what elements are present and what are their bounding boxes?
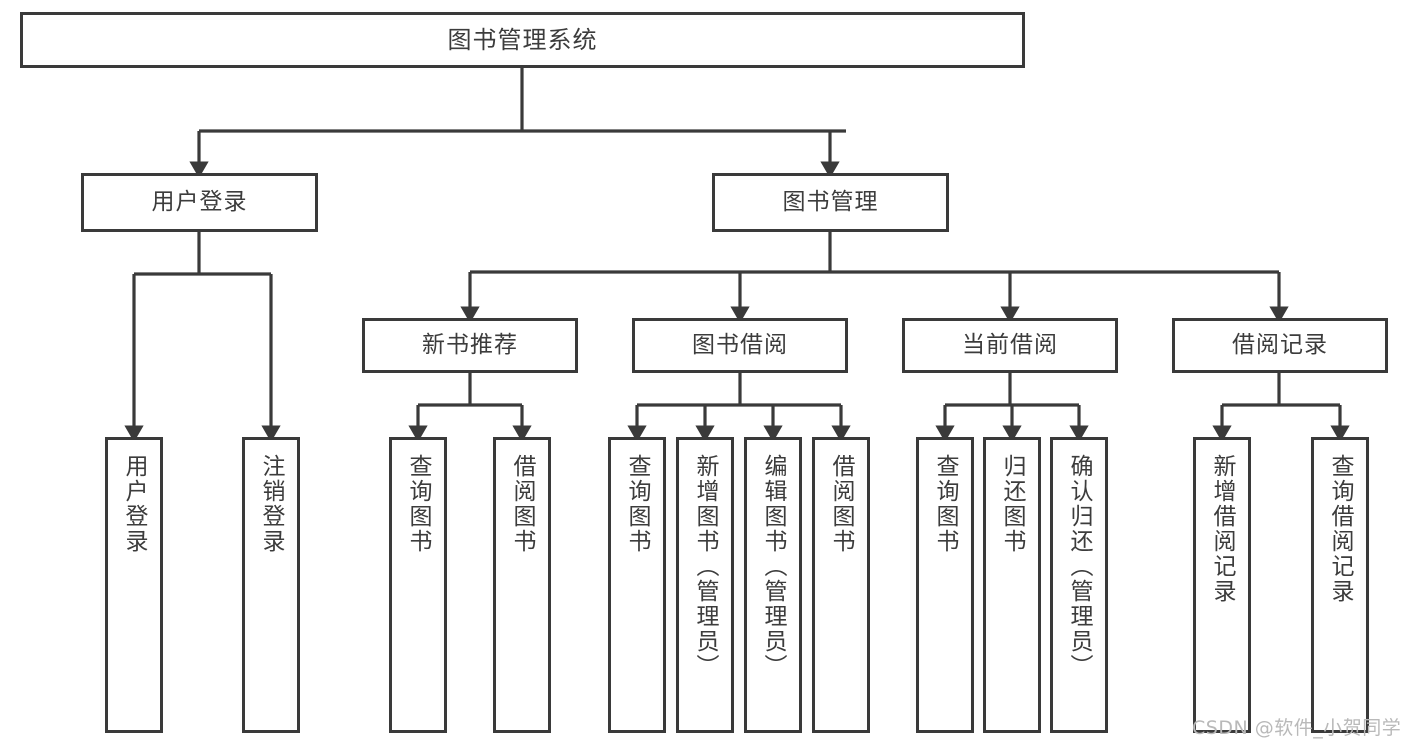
node-label: 新增借阅记录 bbox=[1209, 454, 1236, 604]
leaf-current-query-book[interactable]: 查询图书 bbox=[916, 437, 974, 733]
leaf-user-login-logout[interactable]: 注销登录 bbox=[242, 437, 300, 733]
node-label: 查询借阅记录 bbox=[1327, 454, 1354, 604]
leaf-new-book-borrow[interactable]: 借阅图书 bbox=[493, 437, 551, 733]
node-label: 查询图书 bbox=[932, 454, 959, 554]
leaf-record-query[interactable]: 查询借阅记录 bbox=[1311, 437, 1369, 733]
node-book-borrow[interactable]: 图书借阅 bbox=[632, 318, 848, 373]
node-label: 归还图书 bbox=[999, 454, 1026, 554]
leaf-borrow-query-book[interactable]: 查询图书 bbox=[608, 437, 666, 733]
node-label: 新书推荐 bbox=[422, 331, 518, 358]
node-root-book-management-system[interactable]: 图书管理系统 bbox=[20, 12, 1025, 68]
node-label: 当前借阅 bbox=[962, 331, 1058, 358]
node-new-book-recommend[interactable]: 新书推荐 bbox=[362, 318, 578, 373]
node-book-management[interactable]: 图书管理 bbox=[712, 173, 949, 232]
node-borrow-record[interactable]: 借阅记录 bbox=[1172, 318, 1388, 373]
node-label: 注销登录 bbox=[258, 454, 285, 554]
node-user-login[interactable]: 用户登录 bbox=[81, 173, 318, 232]
leaf-borrow-edit-book[interactable]: 编辑图书（管理员） bbox=[744, 437, 802, 733]
node-label: 用户登录 bbox=[151, 188, 248, 215]
node-label: 借阅记录 bbox=[1232, 331, 1328, 358]
node-label: 图书管理系统 bbox=[447, 25, 598, 54]
node-label: 图书管理 bbox=[782, 188, 879, 215]
node-label: 借阅图书 bbox=[509, 454, 536, 554]
leaf-new-book-query[interactable]: 查询图书 bbox=[389, 437, 447, 733]
leaf-borrow-borrow-book[interactable]: 借阅图书 bbox=[812, 437, 870, 733]
leaf-current-confirm-return[interactable]: 确认归还（管理员） bbox=[1050, 437, 1108, 733]
leaf-record-add[interactable]: 新增借阅记录 bbox=[1193, 437, 1251, 733]
leaf-borrow-add-book[interactable]: 新增图书（管理员） bbox=[676, 437, 734, 733]
node-current-borrow[interactable]: 当前借阅 bbox=[902, 318, 1118, 373]
node-label: 新增图书（管理员） bbox=[692, 454, 719, 679]
node-label: 查询图书 bbox=[624, 454, 651, 554]
node-label: 查询图书 bbox=[405, 454, 432, 554]
node-label: 编辑图书（管理员） bbox=[760, 454, 787, 679]
node-label: 确认归还（管理员） bbox=[1066, 454, 1093, 679]
leaf-user-login-login[interactable]: 用户登录 bbox=[105, 437, 163, 733]
node-label: 用户登录 bbox=[121, 454, 148, 554]
csdn-watermark: CSDN @软件_小贺同学 bbox=[1192, 717, 1402, 739]
node-label: 借阅图书 bbox=[828, 454, 855, 554]
node-label: 图书借阅 bbox=[692, 331, 788, 358]
leaf-current-return-book[interactable]: 归还图书 bbox=[983, 437, 1041, 733]
